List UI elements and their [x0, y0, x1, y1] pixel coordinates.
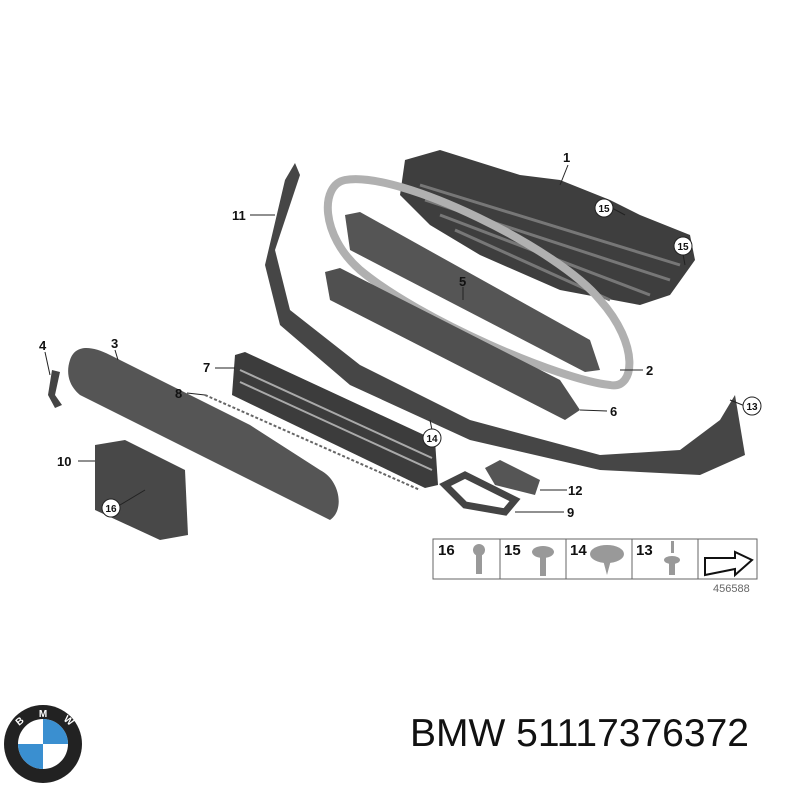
callout-8: 8: [175, 386, 182, 401]
callout-2: 2: [646, 363, 653, 378]
callout-9: 9: [567, 505, 574, 520]
svg-text:M: M: [39, 709, 47, 720]
part-10-plate-holder: [95, 440, 188, 540]
leader-lines: [44, 164, 746, 513]
screw-icon: [473, 544, 485, 574]
flange-screw-icon: [532, 546, 554, 576]
callout-7: 7: [203, 360, 210, 375]
callout-10: 10: [57, 454, 71, 469]
part-12-bracket: [485, 460, 540, 495]
reference-number: 456588: [713, 583, 750, 595]
callout-15a: 15: [598, 204, 610, 215]
part-1-grille: [400, 150, 695, 305]
part-3-spoiler: [68, 348, 339, 520]
rivet-icon: [664, 541, 680, 575]
legend-14: 14: [570, 542, 587, 559]
callout-11: 11: [232, 208, 246, 223]
part-4-clip: [48, 370, 62, 408]
part-number-caption: BMW 51117376372: [410, 712, 749, 755]
legend-16: 16: [438, 542, 455, 559]
part-11-bumper-lower: [265, 163, 745, 475]
callout-circles: [101, 198, 762, 518]
callout-16: 16: [105, 504, 117, 515]
fastener-legend: 16 15 14 13 456588: [432, 538, 758, 595]
callout-12: 12: [568, 483, 582, 498]
bmw-logo: M B W: [4, 705, 82, 783]
callout-13: 13: [746, 402, 758, 413]
push-clip-icon: [590, 545, 624, 575]
direction-arrow-icon: [704, 550, 754, 578]
callout-4: 4: [39, 338, 47, 353]
callout-3: 3: [111, 336, 118, 351]
part-2-trim-ring: [323, 175, 634, 390]
part-9-fog-cover: [439, 471, 521, 516]
callout-5: 5: [459, 274, 466, 289]
part-5-grille-insert: [345, 212, 600, 372]
legend-13-label: 13: [636, 542, 653, 559]
callout-1: 1: [563, 150, 570, 165]
callout-15b: 15: [677, 242, 689, 253]
callout-6: 6: [610, 404, 617, 419]
part-6-lower-grille: [325, 268, 580, 420]
part-7-grille-mesh: [232, 352, 438, 488]
callout-14: 14: [426, 434, 438, 445]
legend-15: 15: [504, 542, 521, 559]
part-8-strip: [204, 394, 421, 491]
